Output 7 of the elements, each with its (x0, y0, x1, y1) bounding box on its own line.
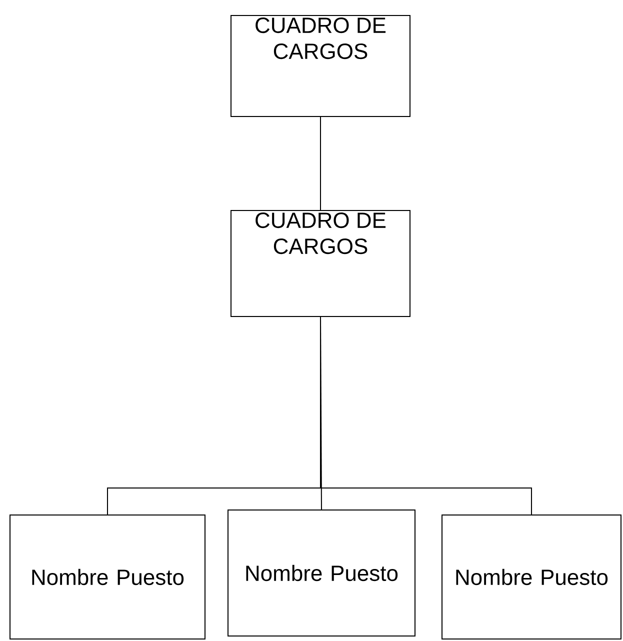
org-box: Nombre Puesto (442, 514, 622, 640)
org-box: Nombre Puesto (10, 514, 206, 640)
org-box: CUADRO DE CARGOS (230, 210, 410, 317)
connector-line (320, 316, 532, 515)
org-box: Nombre Puesto (228, 510, 416, 636)
org-box: CUADRO DE CARGOS (230, 15, 410, 117)
connector-line (320, 116, 321, 210)
